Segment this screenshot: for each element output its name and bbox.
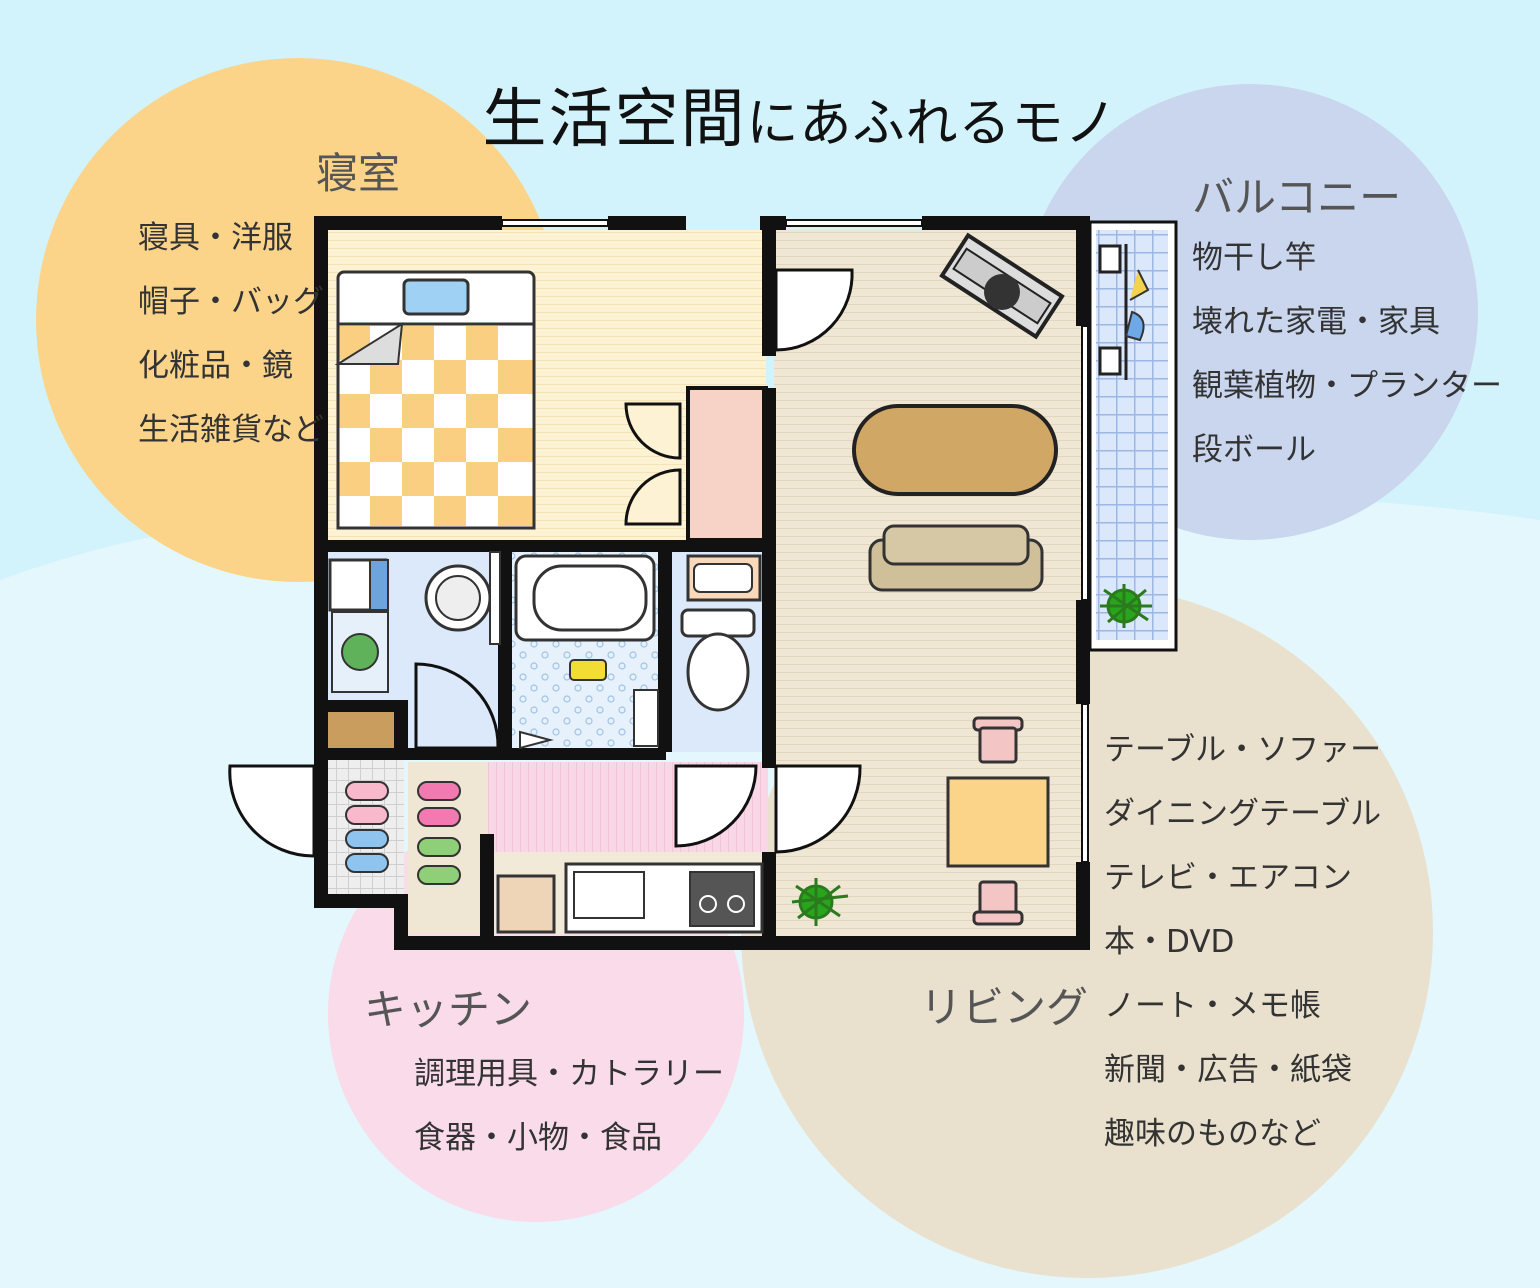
list-item: ノート・メモ帳 [1104,988,1321,1024]
coffee-table [852,404,1058,496]
title-sub: にあふれるモノ [746,94,1118,154]
list-item: テーブル・ソファー [1104,732,1382,768]
living-label: リビング [920,983,1089,1032]
kitchen-label: キッチン [364,985,533,1034]
entrance-floor [326,760,404,894]
balcony-items: 物干し竿 壊れた家電・家具 観葉植物・プランター 段ボール [1192,226,1502,482]
living-items: テーブル・ソファー ダイニングテーブル テレビ・エアコン 本・DVD ノート・メ… [1104,718,1381,1166]
list-item: テレビ・エアコン [1104,860,1352,896]
list-item: ダイニングテーブル [1104,796,1382,832]
washbasin [328,558,389,693]
list-item: 本・DVD [1104,924,1235,960]
dining-set [946,716,1050,926]
list-item: 調理用具・カトラリー [414,1056,724,1092]
list-item: 段ボール [1192,432,1316,468]
balcony [1088,220,1178,652]
bathtub [514,554,656,750]
page-title: 生活空間にあふれるモノ [0,68,1540,160]
list-item: 新聞・広告・紙袋 [1104,1052,1352,1088]
shoes [345,781,461,885]
plant-living [791,878,849,926]
closet [686,386,768,542]
list-item: 化粧品・鏡 [138,348,293,384]
balcony-label: バルコニー [1192,173,1402,222]
list-item: 食器・小物・食品 [414,1120,662,1156]
sofa [868,524,1044,592]
bedroom-items: 寝具・洋服 帽子・バッグ 化粧品・鏡 生活雑貨など [138,206,324,462]
list-item: 帽子・バッグ [138,284,324,320]
kitchen-counter [496,862,764,934]
tv-stand [939,232,1065,340]
title-main: 生活空間 [482,83,747,157]
list-item: 物干し竿 [1192,240,1316,276]
list-item: 生活雑貨など [138,412,324,448]
floor-plan [228,216,1178,950]
list-item: 寝具・洋服 [138,220,293,256]
bedroom-label: 寝室 [316,149,401,198]
toilet [633,554,762,747]
kitchen-items: 調理用具・カトラリー 食器・小物・食品 [414,1042,724,1170]
plant-balcony [1100,584,1152,628]
list-item: 趣味のものなど [1104,1116,1321,1152]
sink [424,551,501,645]
list-item: 観葉植物・プランター [1192,368,1502,404]
bed [334,270,536,530]
list-item: 壊れた家電・家具 [1192,304,1440,340]
